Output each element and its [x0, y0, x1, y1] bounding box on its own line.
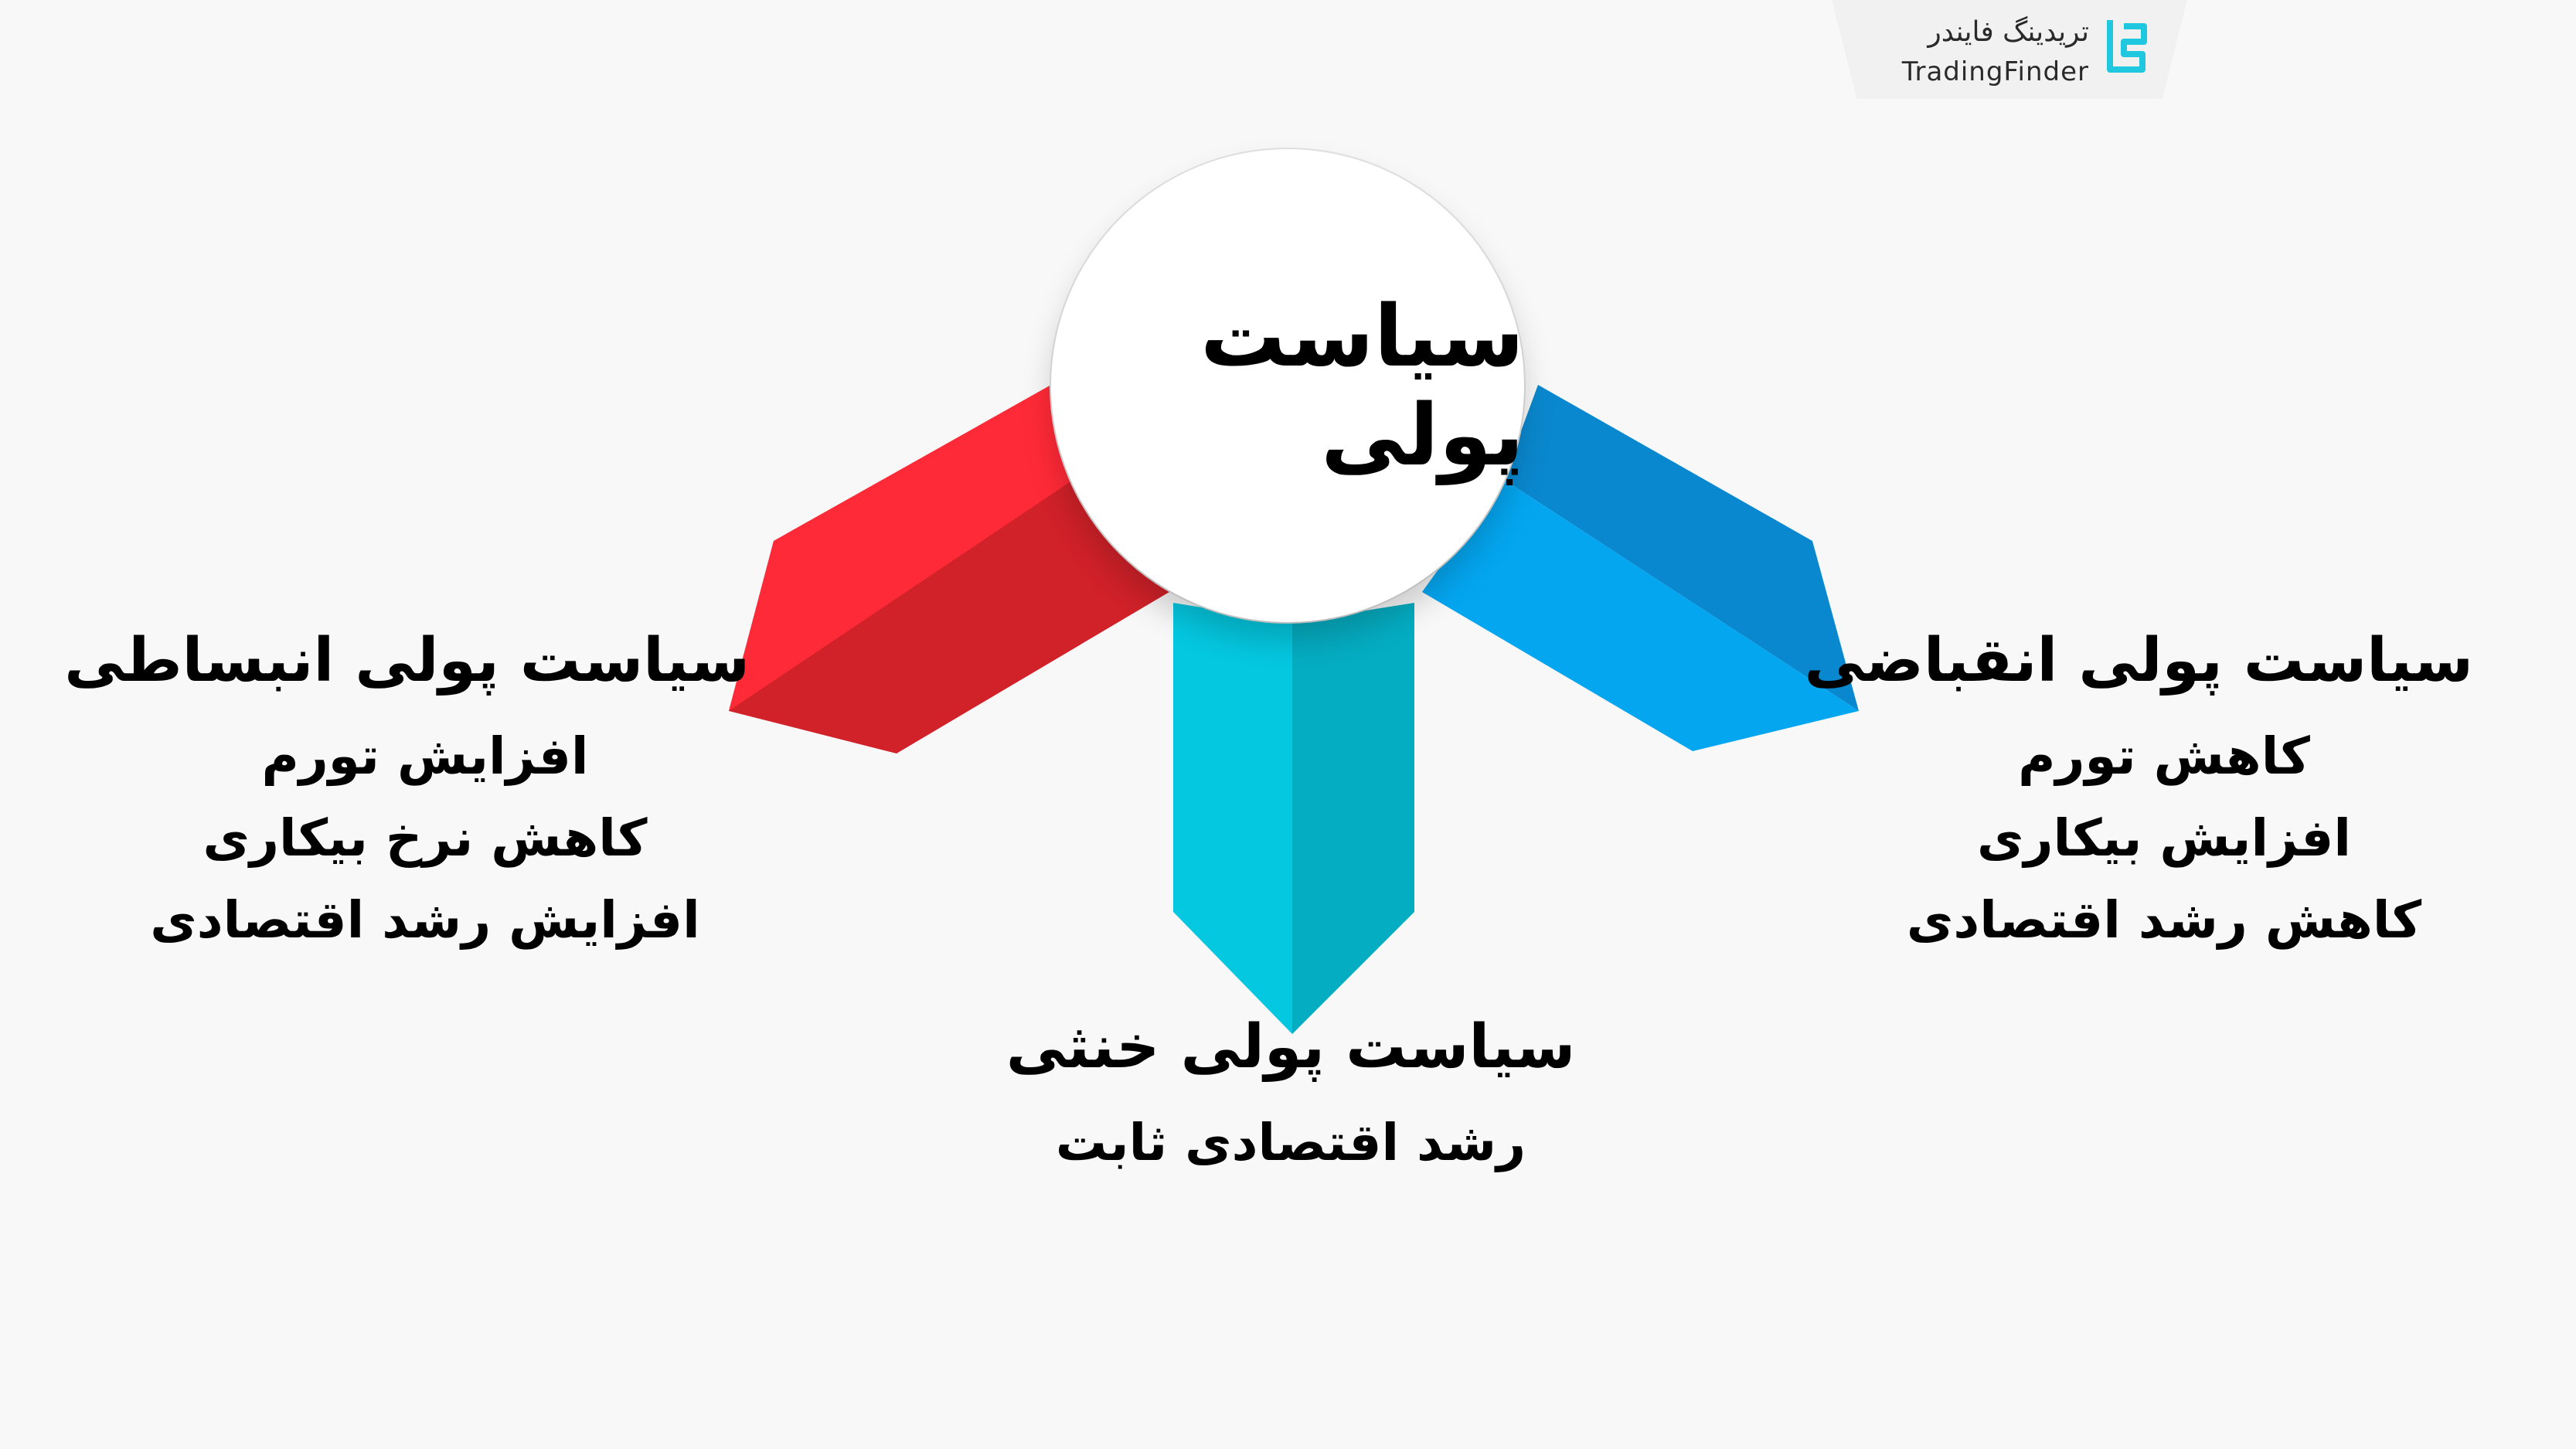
- list-item: افزایش بیکاری: [1977, 808, 2351, 868]
- list-item: رشد اقتصادی ثابت: [1055, 1113, 1526, 1172]
- branch-title: سیاست پولی خنثی: [1006, 1012, 1576, 1082]
- center-title: سیاست پولی: [1200, 287, 1524, 485]
- neutral-policy-block: سیاست پولی خنثی رشد اقتصادی ثابت: [1005, 1012, 1577, 1184]
- list-item: افزایش رشد اقتصادی: [150, 890, 700, 950]
- list-item: کاهش رشد اقتصادی: [1906, 890, 2422, 950]
- branch-title: سیاست پولی انقباضی: [1804, 626, 2473, 696]
- logo-tab: [1832, 0, 2187, 99]
- logo-name-fa: تریدینگ فایندر: [1928, 16, 2089, 48]
- branch-title: سیاست پولی انبساطی: [64, 626, 750, 696]
- right-arrow: [1422, 385, 1859, 751]
- tradingfinder-logo-icon: [2107, 20, 2147, 73]
- expansionary-policy-block: سیاست پولی انبساطی افزایش تورم کاهش نرخ …: [64, 626, 750, 961]
- logo-wordmark: تریدینگ فایندر TradingFinder: [1902, 12, 2089, 91]
- logo-name-en: TradingFinder: [1901, 56, 2089, 87]
- left-arrow: [729, 385, 1169, 753]
- list-item: افزایش تورم: [261, 726, 589, 786]
- contractionary-policy-block: سیاست پولی انقباضی کاهش تورم افزایش بیکا…: [1804, 626, 2473, 961]
- bottom-arrow: [1173, 603, 1414, 1034]
- list-item: کاهش تورم: [2018, 726, 2310, 786]
- list-item: کاهش نرخ بیکاری: [202, 808, 648, 868]
- center-circle: سیاست پولی: [1051, 149, 1524, 622]
